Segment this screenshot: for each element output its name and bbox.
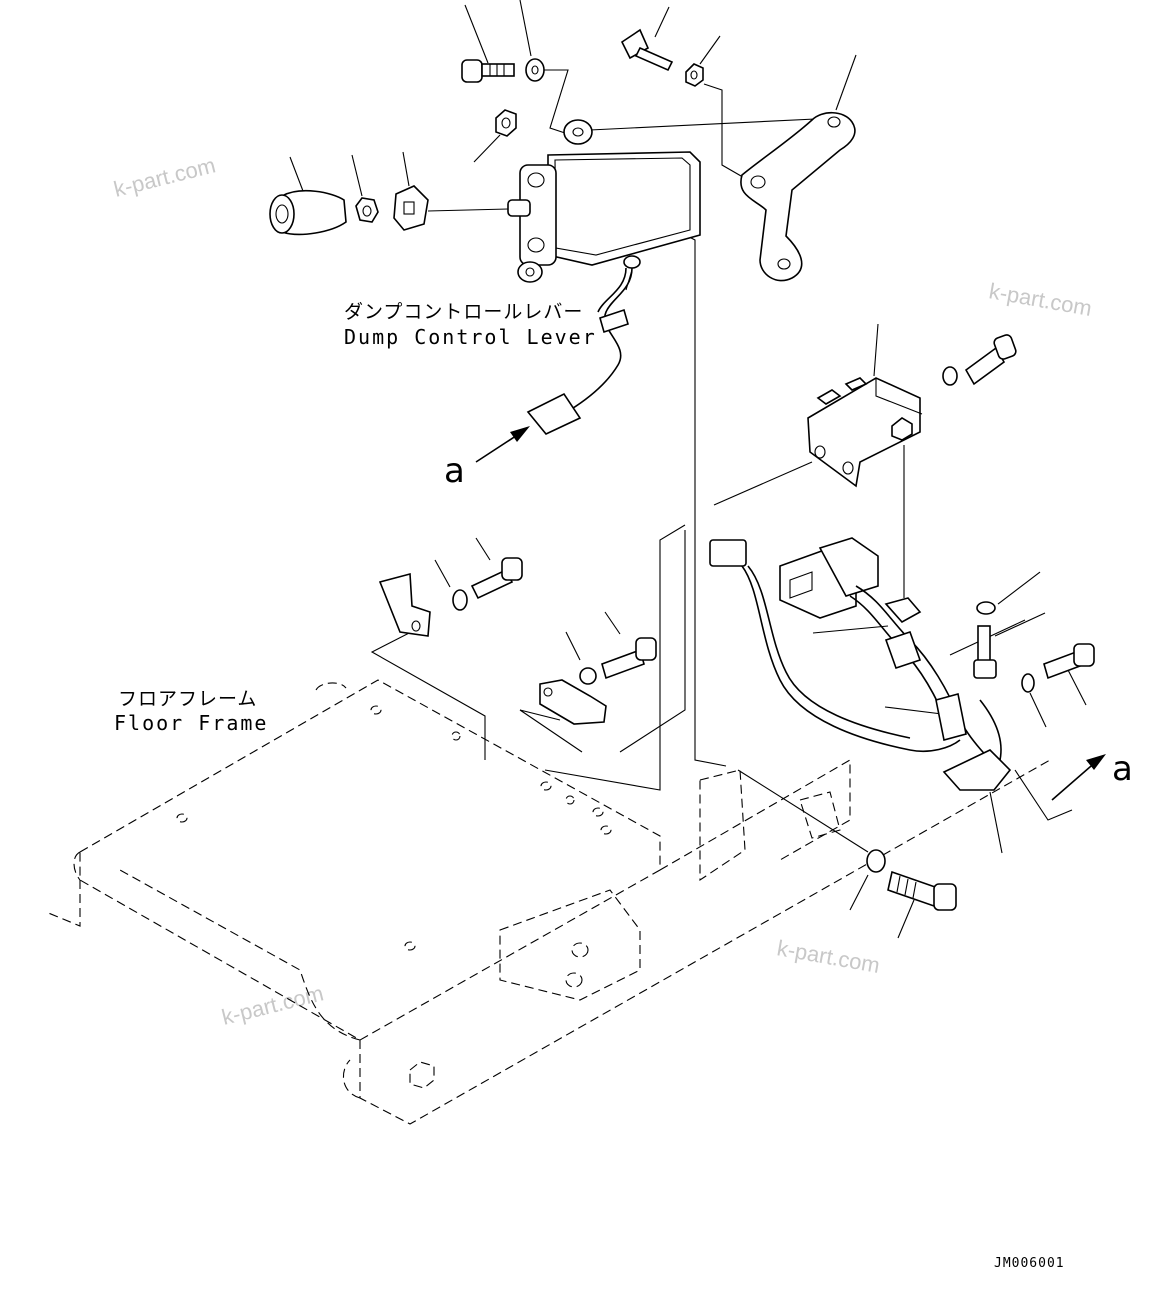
arrow-left-head [510, 426, 530, 442]
wire-harness [709, 537, 1012, 791]
callout-arrows [475, 426, 1106, 801]
floor-frame [45, 679, 1051, 1125]
arrow-right-head [1086, 754, 1106, 770]
top-nut [685, 63, 704, 87]
plate-lower-washer [579, 667, 597, 685]
harness-bolt-upper [973, 625, 997, 679]
callout-a-left: a [444, 451, 465, 491]
top-washer [525, 58, 545, 82]
frame-washer [866, 849, 886, 873]
lever-nut [495, 109, 517, 137]
plate-upper-washer [452, 589, 468, 611]
labels: ダンプコントロールレバー Dump Control Lever フロアフレーム … [114, 301, 1133, 1271]
harness-bolt-lower [1043, 643, 1095, 680]
plate-upper [378, 572, 431, 637]
arrow-right-line [1051, 759, 1099, 801]
harness-mount-bracket [807, 377, 923, 488]
lever-bracket [740, 111, 856, 282]
watermark-bottom-right: k-part.com [775, 935, 882, 978]
bracket-bolt [964, 334, 1017, 386]
lever-knob [269, 190, 347, 236]
dump-control-lever-body [507, 119, 701, 283]
watermark-bottom-left: k-part.com [219, 980, 326, 1029]
knob-washer [393, 185, 429, 231]
watermark-top-left: k-part.com [111, 152, 218, 201]
plate-lower [539, 679, 607, 725]
top-screw [620, 28, 674, 72]
dump-control-lever-label-en: Dump Control Lever [344, 325, 597, 349]
leader-lines [289, 0, 1087, 939]
callout-a-right: a [1112, 749, 1133, 789]
drawing-code: JM006001 [994, 1256, 1065, 1271]
top-bolt [461, 59, 515, 83]
floor-frame-label-en: Floor Frame [114, 711, 268, 735]
frame-bolt [887, 870, 957, 911]
harness-washer-lower [1021, 673, 1035, 693]
watermark-top-right: k-part.com [987, 278, 1094, 321]
plate-upper-bolt [470, 557, 523, 600]
plate-lower-bolt [601, 637, 657, 680]
harness-washer-upper [976, 601, 996, 615]
bracket-washer [942, 366, 958, 386]
lever-cable [526, 267, 633, 435]
floor-frame-label-jp: フロアフレーム [118, 688, 257, 710]
dump-control-lever-label-jp: ダンプコントロールレバー [344, 301, 583, 323]
knob-nut [355, 197, 379, 223]
